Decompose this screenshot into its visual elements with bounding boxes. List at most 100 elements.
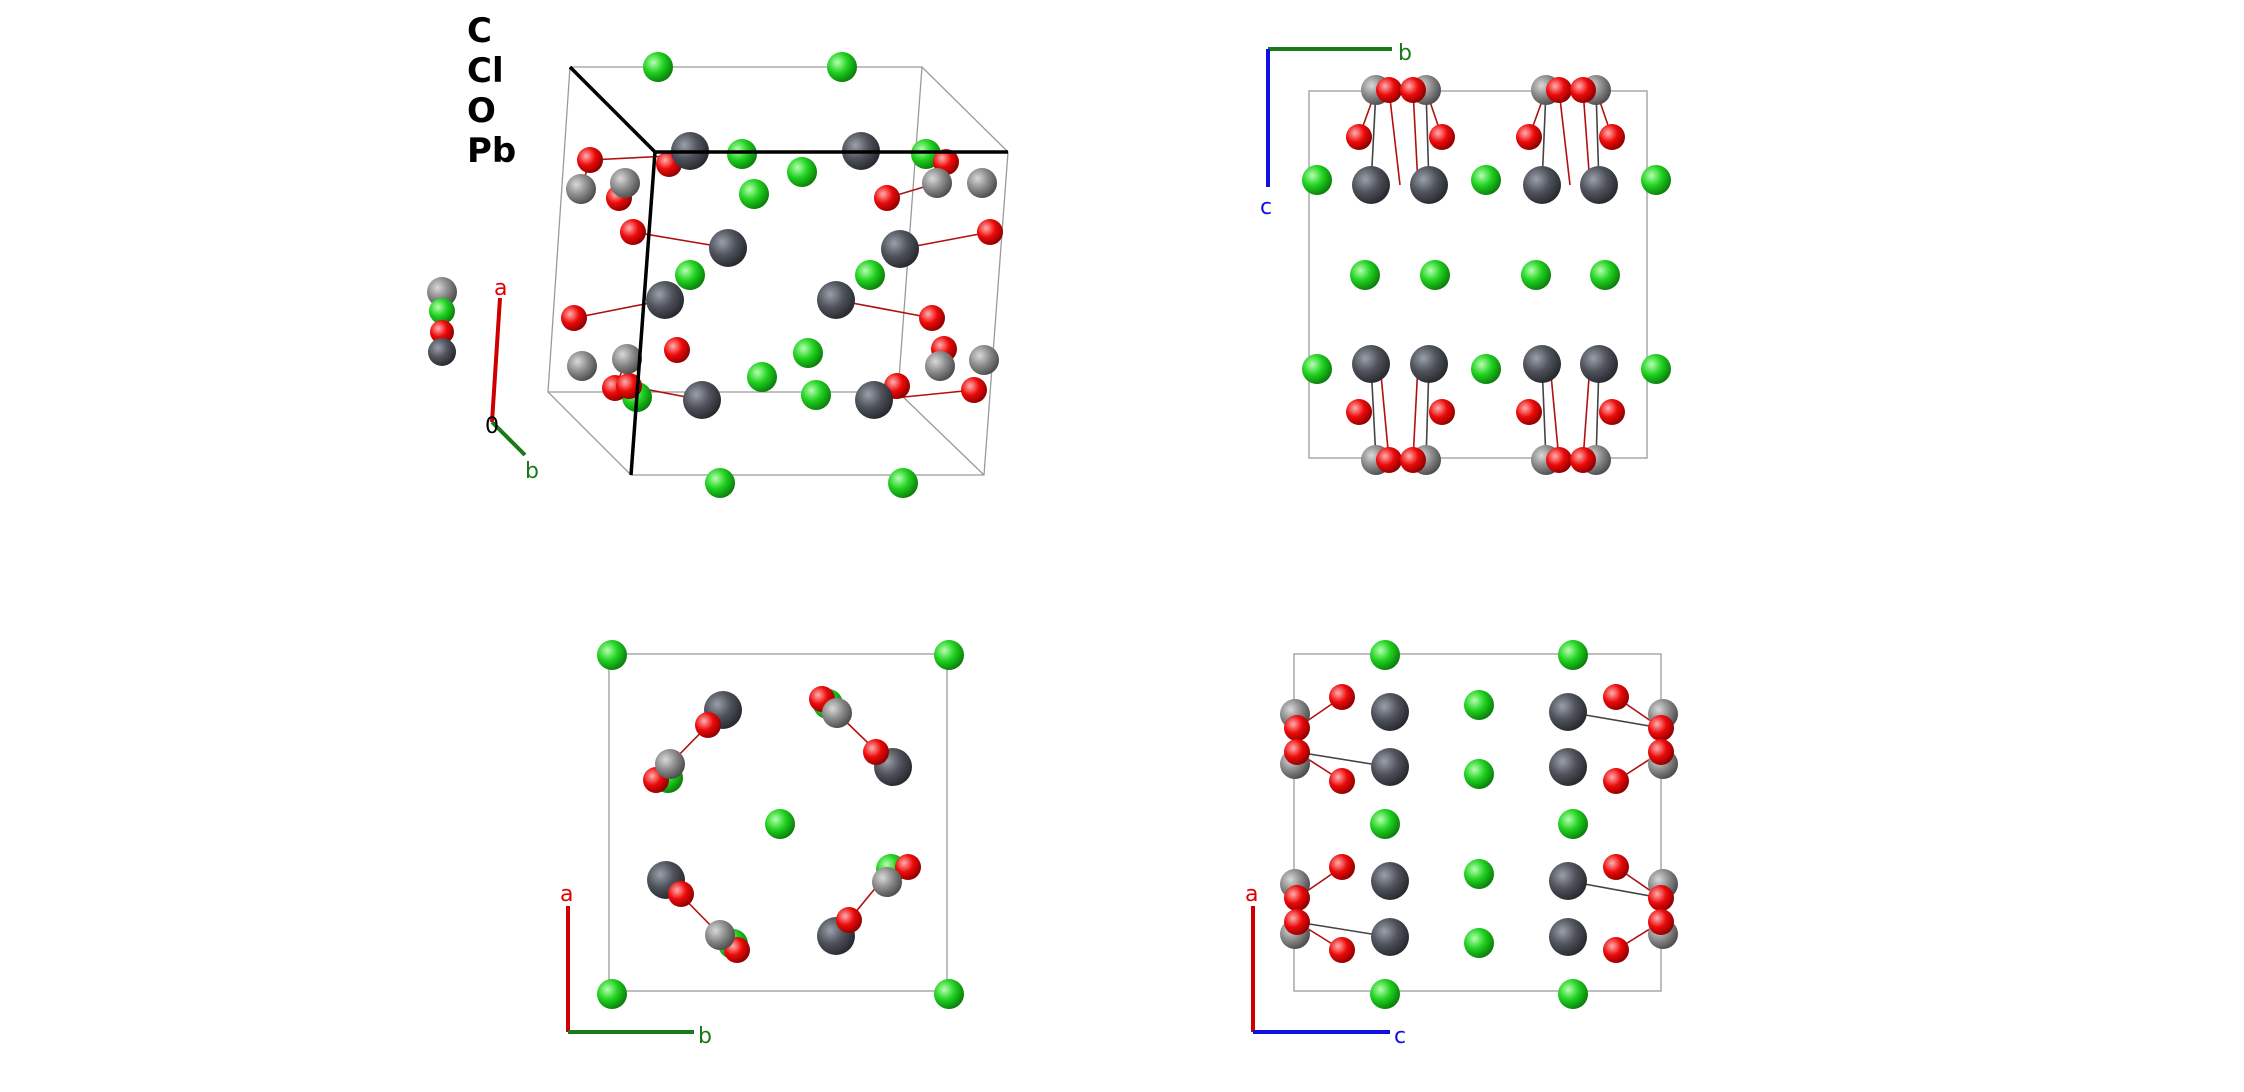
atom-layer [1302,75,1671,475]
lead-atom [1580,345,1618,383]
carbon-atom [705,920,735,950]
legend-item-cl: Cl [467,51,504,91]
lead-atom [1371,693,1409,731]
bond-line [1379,363,1390,461]
oxygen-atom [1603,854,1629,880]
oxygen-atom [1346,124,1372,150]
oxygen-atom [919,305,945,331]
oxygen-atom [664,337,690,363]
oxygen-atom [1599,124,1625,150]
chlorine-atom [855,260,885,290]
chlorine-atom [1464,759,1494,789]
lead-atom [1352,166,1390,204]
oxygen-atom [1570,77,1596,103]
oxygen-atom [1329,937,1355,963]
oxygen-atom [1329,684,1355,710]
legend-item-c: C [467,11,492,51]
oxygen-atom [874,185,900,211]
chlorine-atom [765,809,795,839]
oxygen-atom [1603,684,1629,710]
chlorine-atom [934,979,964,1009]
oxygen-atom [430,320,454,344]
chlorine-atom [1558,640,1588,670]
unit-cell-box [547,66,1009,476]
chlorine-atom [1464,928,1494,958]
carbon-atom [566,174,596,204]
chlorine-atom [787,157,817,187]
element-legend: C Cl O Pb [467,11,516,171]
axis-b-label: b [525,459,539,484]
lead-atom [1371,748,1409,786]
axis-b-line [490,420,527,457]
legend-item-pb: Pb [467,131,516,171]
oxygen-atom [1570,447,1596,473]
axis-lines [568,65,1008,476]
oxygen-atom [1329,854,1355,880]
lead-atom [1523,166,1561,204]
oxygen-atom [1429,399,1455,425]
chlorine-atom [1558,979,1588,1009]
oxygen-atom [577,147,603,173]
carbon-atom [567,351,597,381]
lead-atom [1523,345,1561,383]
atom-layer [561,52,1003,498]
chlorine-atom [1521,260,1551,290]
bond-line [1388,89,1401,186]
perspective-view: a b 0 [485,52,1009,498]
oxygen-atom [1546,447,1572,473]
chlorine-atom [888,468,918,498]
oxygen-atom [1648,739,1674,765]
oxygen-atom [1400,447,1426,473]
oxygen-atom [977,219,1003,245]
lead-atom [646,281,684,319]
oxygen-atom [1648,715,1674,741]
carbon-atom [612,344,642,374]
oxygen-atom [1284,715,1310,741]
chlorine-atom [1464,690,1494,720]
axis-b-label: b [698,1024,712,1049]
chlorine-atom [793,338,823,368]
chlorine-atom [429,298,455,324]
chlorine-atom [827,52,857,82]
chlorine-atom [705,468,735,498]
carbon-atom [925,351,955,381]
lead-atom [1352,345,1390,383]
axis-triad: a b [560,882,712,1049]
lead-atom [1549,748,1587,786]
lead-atom [1410,166,1448,204]
oxygen-atom [1516,399,1542,425]
oxygen-atom [961,377,987,403]
oxygen-atom [1346,399,1372,425]
lead-atom [1549,693,1587,731]
unit-cell-box [1308,90,1648,459]
oxygen-atom [1429,124,1455,150]
oxygen-atom [668,881,694,907]
view-ac: a c [1245,640,1678,1049]
oxygen-atom [1648,909,1674,935]
lead-atom [1549,918,1587,956]
axis-a-line [490,297,502,423]
oxygen-atom [1599,399,1625,425]
lead-atom [683,381,721,419]
chlorine-atom [1350,260,1380,290]
chlorine-atom [1370,979,1400,1009]
oxygen-atom [895,854,921,880]
lead-atom [855,381,893,419]
legend-item-o: O [467,91,496,131]
oxygen-atom [1284,885,1310,911]
lead-atom [709,229,747,267]
oxygen-atom [1546,77,1572,103]
bond-line [1558,89,1571,186]
chlorine-atom [1464,859,1494,889]
oxygen-atom [1603,768,1629,794]
bond-layer [1358,89,1613,461]
oxygen-atom [1648,885,1674,911]
carbon-atom [610,168,640,198]
edge-atoms [427,277,457,366]
chlorine-atom [643,52,673,82]
oxygen-atom [1284,739,1310,765]
axis-triad: a b 0 [485,276,539,484]
chlorine-atom [597,979,627,1009]
unit-cell-box [1293,653,1662,992]
